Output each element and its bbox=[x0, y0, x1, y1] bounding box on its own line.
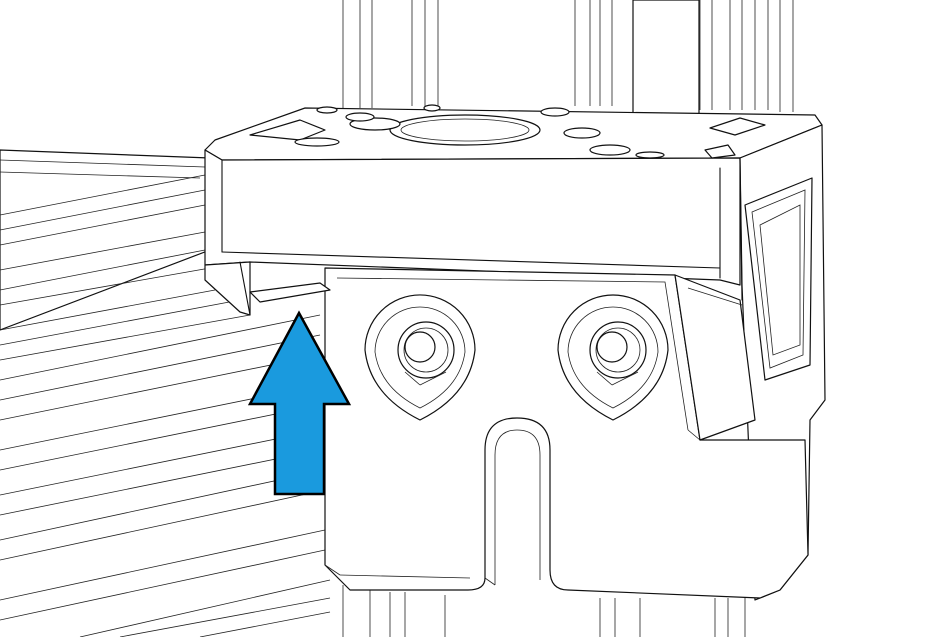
screw-hole-left bbox=[364, 294, 476, 421]
bracket-side-recess bbox=[744, 177, 813, 381]
screw-hole-right bbox=[557, 294, 669, 421]
aluminum-extrusion-vertical bbox=[342, 0, 794, 637]
bracket-lip bbox=[249, 282, 331, 303]
aluminum-extrusion-left bbox=[0, 149, 331, 637]
direction-up-arrow bbox=[247, 310, 352, 496]
